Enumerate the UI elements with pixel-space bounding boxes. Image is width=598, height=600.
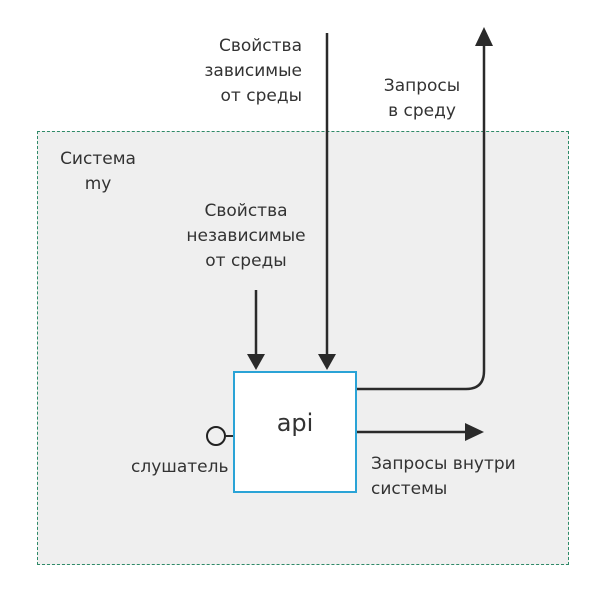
listener-label: слушатель: [131, 457, 229, 477]
api-label: api: [276, 409, 314, 437]
env-requests-arrowhead: [475, 27, 493, 46]
listener-port-icon: [206, 426, 226, 446]
system-title: Система my: [60, 149, 136, 194]
env-independent-props-label: Свойства независимые от среды: [186, 201, 306, 271]
internal-requests-label: Запросы внутри системы: [371, 454, 516, 499]
env-dependent-props-label: Свойства зависимые от среды: [204, 36, 302, 106]
env-independent-props-arrowhead: [247, 354, 265, 370]
api-component[interactable]: api: [233, 371, 357, 493]
env-requests-arrow: [357, 40, 486, 391]
env-requests-label: Запросы в среду: [383, 76, 461, 121]
env-dependent-props-arrowhead: [318, 354, 336, 370]
internal-requests-arrowhead: [465, 423, 484, 441]
